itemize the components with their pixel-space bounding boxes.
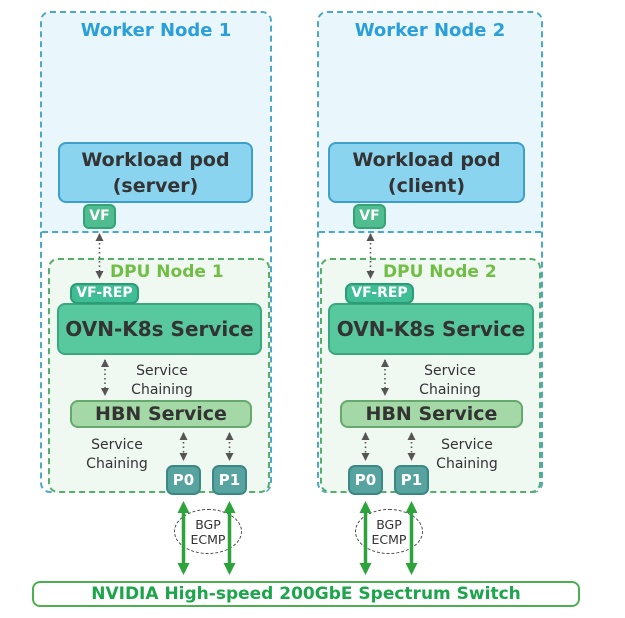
ovn-k8s-service-node2: OVN-K8s Service — [328, 303, 534, 355]
port-p1-node2: P1 — [394, 465, 429, 495]
vf-chip-node2: VF — [353, 204, 386, 229]
port-p0-node1: P0 — [166, 465, 201, 495]
port-p0-node2: P0 — [348, 465, 383, 495]
bgp-ecmp-ellipse-node1: BGP ECMP — [174, 509, 242, 554]
hbn-service-node2: HBN Service — [340, 400, 523, 428]
workload-pod-client-line1: Workload pod — [352, 148, 501, 171]
service-chaining-label-upper-node1: Service Chaining — [131, 363, 193, 398]
bgp-label-node1: BGP — [195, 517, 221, 532]
dpu-node-2-title: DPU Node 2 — [383, 262, 497, 282]
service-chaining-label-lower-node1: Service Chaining — [86, 437, 148, 472]
workload-pod-client: Workload pod (client) — [328, 142, 525, 203]
service-chaining-label-lower-node2: Service Chaining — [436, 437, 498, 472]
vf-rep-chip-node1: VF-REP — [70, 283, 139, 304]
spectrum-switch-bar: NVIDIA High-speed 200GbE Spectrum Switch — [32, 581, 580, 607]
ecmp-label-node2: ECMP — [371, 532, 407, 547]
workload-pod-client-line2: (client) — [387, 174, 466, 197]
dpu-node-2-box — [320, 258, 541, 493]
dpu-node-1-title: DPU Node 1 — [110, 262, 224, 282]
ecmp-label-node1: ECMP — [190, 532, 226, 547]
bgp-ecmp-ellipse-node2: BGP ECMP — [355, 509, 423, 554]
bgp-label-node2: BGP — [376, 517, 402, 532]
workload-pod-server-line2: (server) — [112, 174, 199, 197]
ovn-k8s-service-node1: OVN-K8s Service — [57, 303, 262, 355]
port-p1-node1: P1 — [212, 465, 247, 495]
vf-chip-node1: VF — [83, 204, 116, 229]
service-chaining-label-upper-node2: Service Chaining — [419, 363, 481, 398]
workload-pod-server-line1: Workload pod — [81, 148, 230, 171]
workload-pod-server: Workload pod (server) — [58, 142, 253, 203]
vf-rep-chip-node2: VF-REP — [345, 283, 414, 304]
worker-node-2-title: Worker Node 2 — [354, 20, 506, 41]
worker-node-1-title: Worker Node 1 — [80, 20, 232, 41]
hbn-service-node1: HBN Service — [70, 400, 252, 428]
